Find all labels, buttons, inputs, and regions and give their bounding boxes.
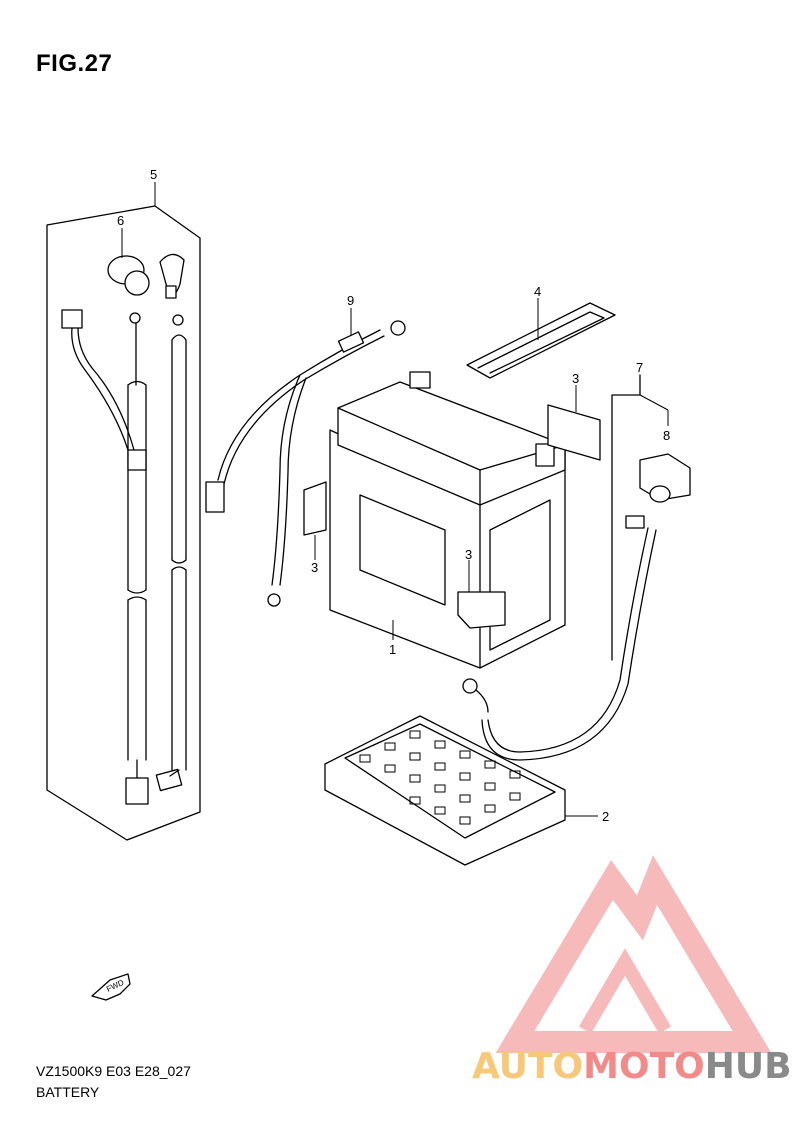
callout-9: 9	[347, 293, 354, 308]
model-code: VZ1500K9 E03 E28_027	[36, 1063, 191, 1079]
watermark-text: AUTOMOTOHUB	[472, 1046, 792, 1087]
watermark-logo	[495, 855, 772, 1053]
cable-assembly-7	[462, 374, 691, 761]
battery-band	[466, 298, 616, 379]
callout-5: 5	[150, 167, 157, 182]
cable-assembly-9	[205, 308, 406, 607]
callout-1: 1	[389, 642, 396, 657]
callout-3-left: 3	[311, 560, 318, 575]
pad-3-top	[547, 385, 601, 461]
callout-3-right: 3	[465, 547, 472, 562]
watermark-part-moto: MOTO	[583, 1046, 705, 1087]
callout-7: 7	[636, 360, 643, 375]
section-name: BATTERY	[36, 1084, 100, 1100]
fwd-arrow-icon: FWD	[91, 973, 131, 1001]
callout-6: 6	[117, 213, 124, 228]
figure-title: FIG.27	[36, 50, 113, 77]
watermark-part-hub: HUB	[704, 1046, 792, 1087]
harness-assembly	[46, 182, 201, 841]
callout-3-top: 3	[572, 371, 579, 386]
battery	[329, 371, 566, 669]
watermark-part-auto: AUTO	[472, 1046, 584, 1087]
battery-tray	[324, 715, 598, 866]
callout-2: 2	[602, 809, 609, 824]
pad-3-side	[303, 481, 327, 560]
callout-8: 8	[663, 428, 670, 443]
callout-4: 4	[534, 284, 541, 299]
